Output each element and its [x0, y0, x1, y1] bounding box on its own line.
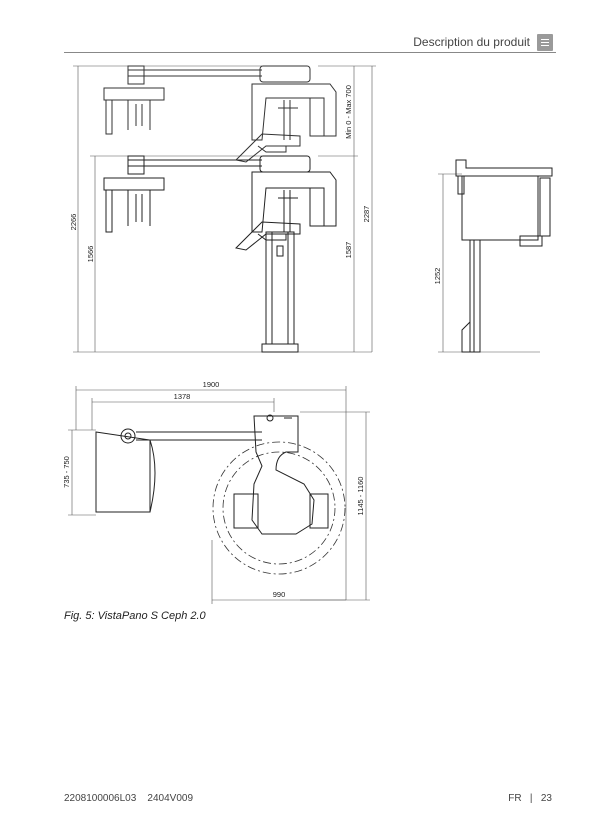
dim-depth: 1145 - 1160 — [356, 477, 365, 516]
page-number: FR | 23 — [508, 793, 552, 804]
document-icon — [537, 34, 553, 51]
dim-max-height: 2287 — [362, 206, 371, 223]
dim-unit-height: 1566 — [86, 246, 95, 263]
dim-total-height: 2266 — [69, 214, 78, 231]
dimension-drawing: 2266 1566 Min 0 - Max 700 2287 1587 1252… — [62, 65, 553, 604]
front-view — [73, 65, 376, 353]
dim-base-width: 990 — [273, 590, 286, 599]
document-code: 2208100006L03 2404V009 — [64, 793, 194, 804]
dim-range: Min 0 - Max 700 — [344, 85, 353, 139]
dim-total-width: 1900 — [203, 380, 220, 389]
dim-arm-width: 1378 — [174, 392, 191, 401]
dim-side-height: 1252 — [433, 268, 442, 285]
figure-caption: Fig. 5: VistaPano S Ceph 2.0 — [64, 610, 206, 622]
page-section-title: Description du produit — [413, 35, 530, 49]
dim-column-height: 1587 — [344, 242, 353, 259]
side-view — [438, 159, 553, 353]
dim-ceph-depth: 735 - 750 — [62, 456, 71, 488]
header-divider — [64, 52, 556, 53]
technical-drawing: 2266 1566 Min 0 - Max 700 2287 1587 1252… — [62, 65, 553, 604]
top-view — [68, 386, 370, 604]
